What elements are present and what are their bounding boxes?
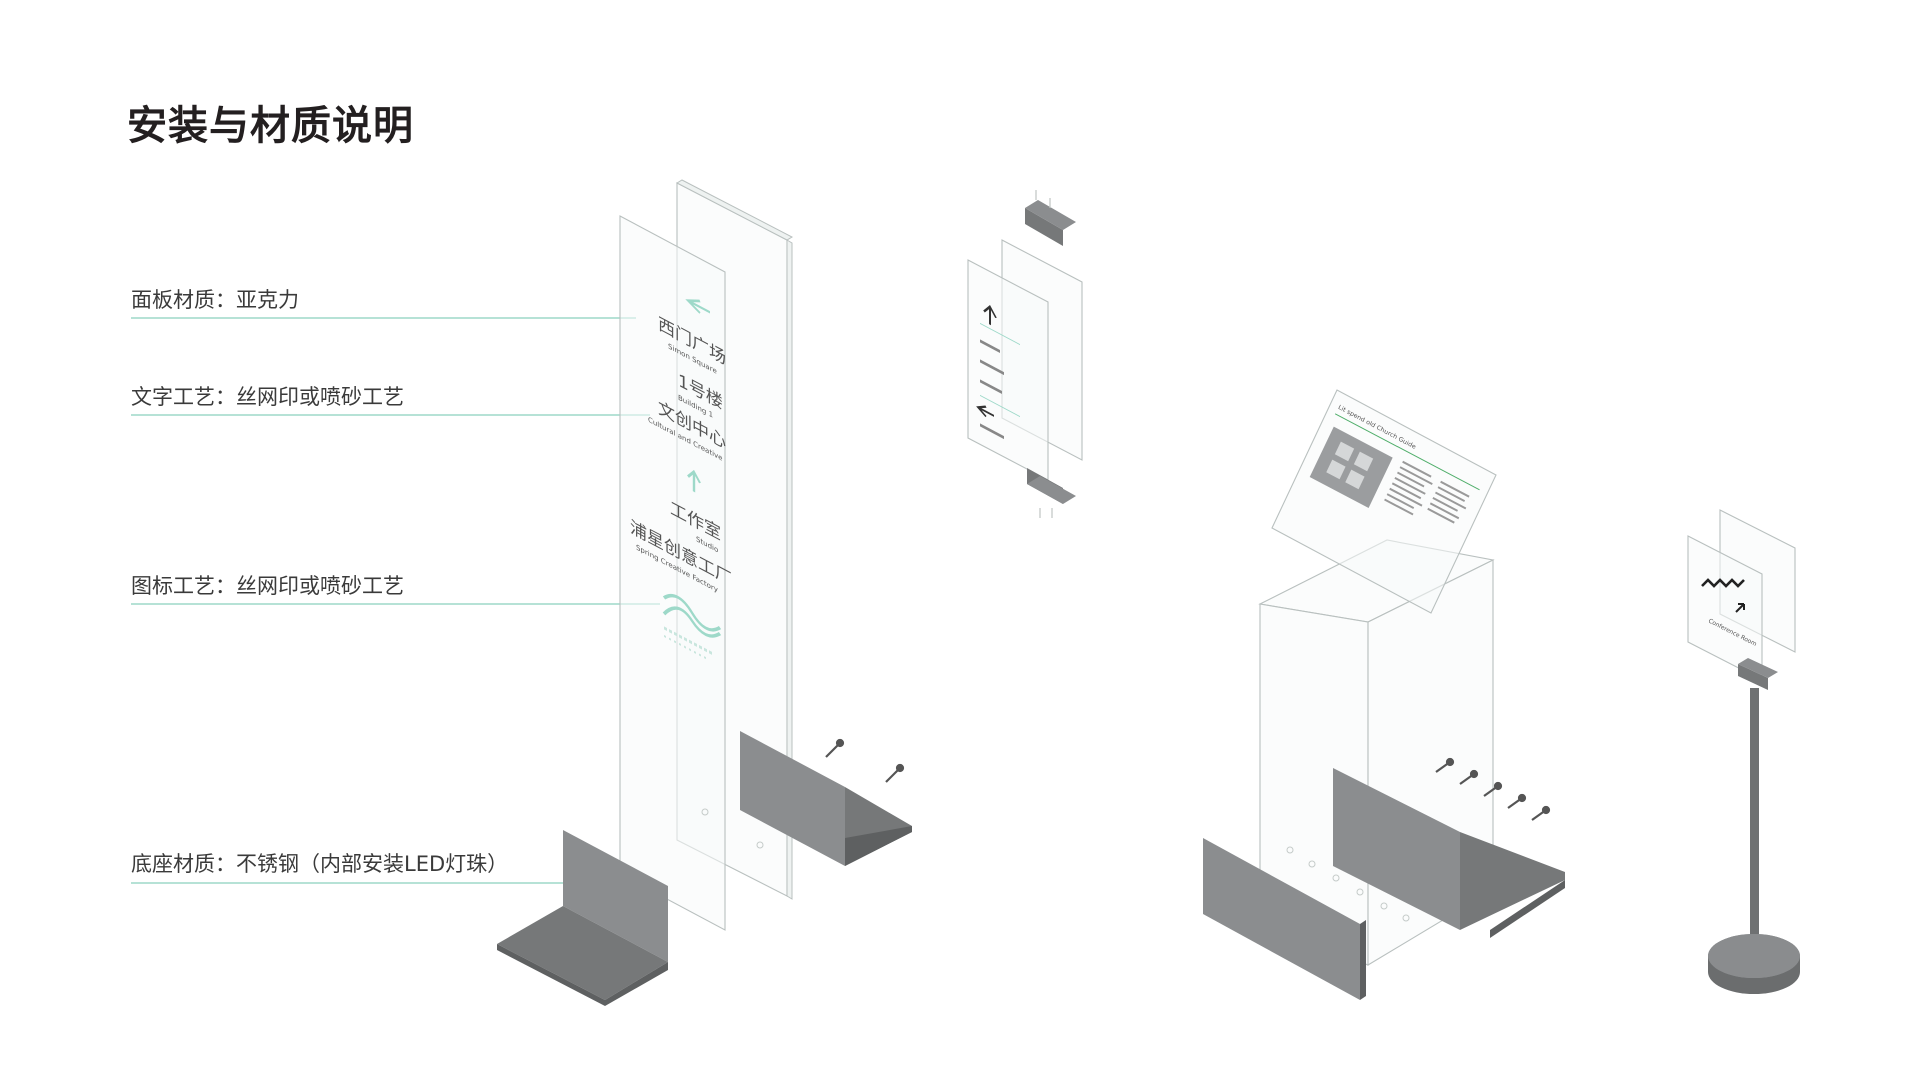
wall-sign-assembly	[967, 190, 1083, 518]
logo-icon	[662, 593, 722, 660]
floor-plan-map	[1309, 426, 1393, 509]
stand-clip	[1738, 664, 1768, 690]
arrow-left-icon	[685, 299, 710, 314]
top-clip	[1025, 208, 1063, 246]
front-base-bracket	[563, 830, 668, 962]
directory-sign-assembly: Lit spend old Church Guide	[1203, 389, 1565, 1000]
stairs-icon	[1701, 578, 1745, 588]
stand-sign-assembly: Conference Room	[1687, 509, 1800, 994]
arrow-up-icon	[983, 305, 997, 326]
leader-lines	[131, 317, 660, 884]
front-base-plate	[1203, 838, 1360, 1000]
callout-text-process: 文字工艺：丝网印或喷砂工艺	[131, 385, 404, 409]
arrow-left-icon	[976, 405, 994, 418]
back-bracket	[740, 731, 845, 866]
callout-icon-process: 图标工艺：丝网印或喷砂工艺	[131, 574, 404, 598]
callout-base-material: 底座材质：不锈钢（内部安装LED灯珠）	[131, 852, 509, 876]
screw-group	[1435, 757, 1551, 821]
page-title: 安装与材质说明	[127, 103, 414, 149]
tall-sign-assembly: 西门广场 Simon Square 1号楼 Building 1 文创中心 Cu…	[497, 179, 912, 1006]
callout-panel-material: 面板材质：亚克力	[131, 288, 299, 312]
front-acrylic-panel	[619, 215, 726, 931]
arrow-up-icon	[687, 469, 701, 493]
stand-pole	[1750, 688, 1759, 946]
inner-bracket	[1333, 768, 1460, 930]
screw-group	[825, 738, 905, 783]
